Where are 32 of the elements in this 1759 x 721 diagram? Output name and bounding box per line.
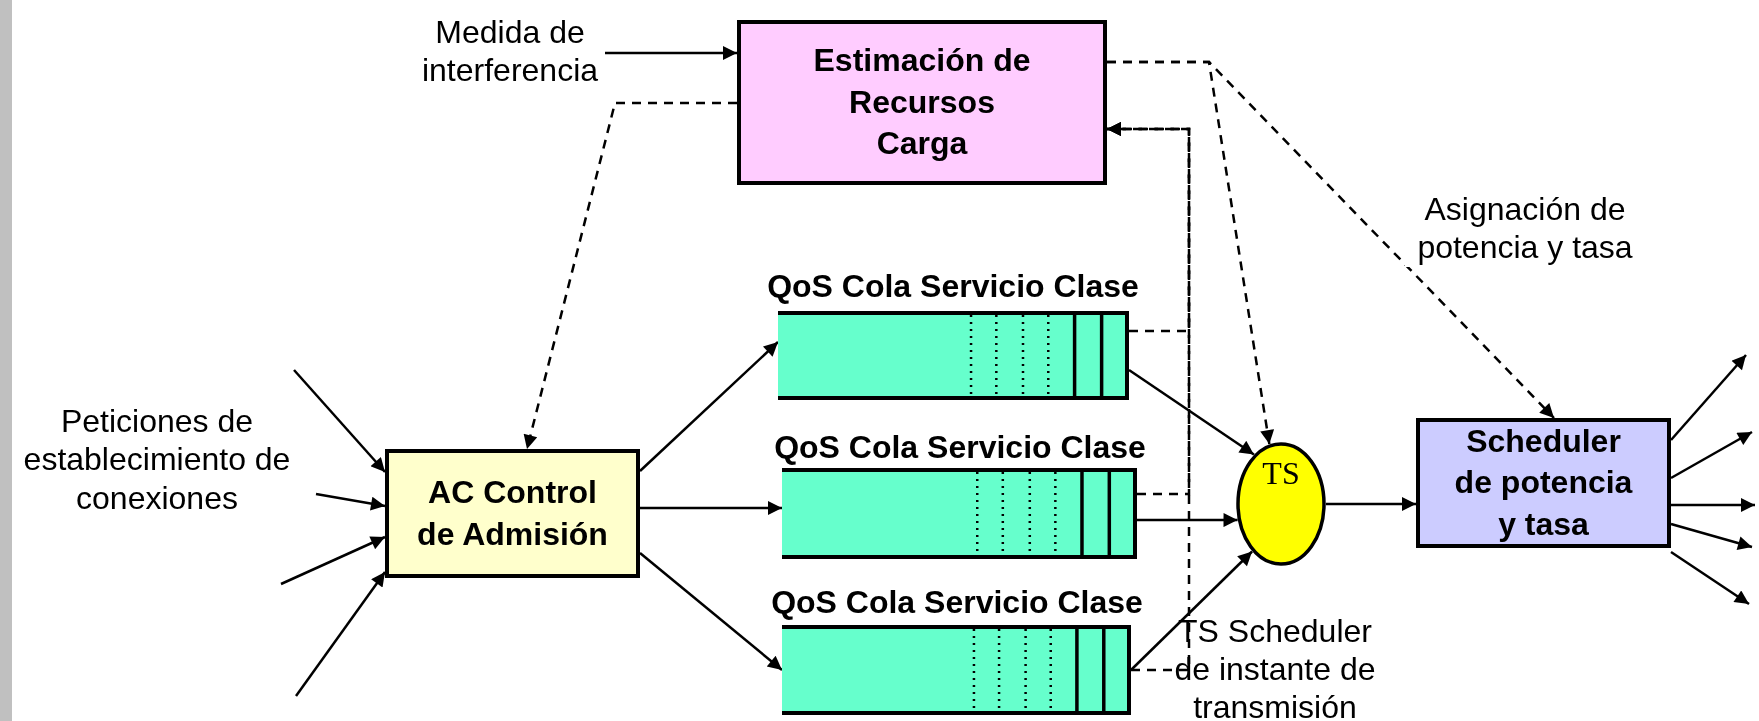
arrow — [295, 571, 386, 697]
queue-title: QoS Cola Servicio Clase — [770, 583, 1144, 621]
arrow — [1130, 550, 1253, 671]
arrow — [293, 369, 386, 473]
arrow — [1128, 368, 1255, 456]
input-label: Medida de interferencia — [420, 12, 600, 90]
arrow — [639, 552, 783, 671]
arrow — [1671, 498, 1755, 512]
arrow — [1670, 430, 1753, 480]
process-box — [737, 20, 1107, 185]
arrow — [523, 101, 737, 450]
arrow — [1670, 522, 1753, 550]
box-label: Estimación de Recursos Carga — [812, 41, 1032, 164]
arrow — [640, 501, 782, 515]
arrow — [1670, 354, 1747, 441]
arrow — [1670, 550, 1750, 606]
arrow — [639, 341, 779, 472]
arrow — [280, 535, 386, 586]
arrow — [605, 46, 737, 60]
arrow — [1137, 513, 1238, 528]
arrow — [1326, 497, 1416, 511]
circle-label: TS — [1261, 454, 1301, 492]
queue-title: QoS Cola Servicio Clase — [773, 428, 1147, 466]
arrow — [1107, 122, 1191, 672]
queue-title: QoS Cola Servicio Clase — [766, 267, 1140, 305]
process-box — [385, 449, 640, 578]
arrow — [1107, 60, 1555, 419]
process-box — [1416, 418, 1671, 548]
box-label: AC Control de Admisión — [416, 472, 609, 554]
input-description: Peticiones de establecimiento de conexiones — [22, 402, 292, 518]
arrow — [315, 492, 386, 511]
box-label: Scheduler de potencia y tasa — [1453, 421, 1634, 544]
